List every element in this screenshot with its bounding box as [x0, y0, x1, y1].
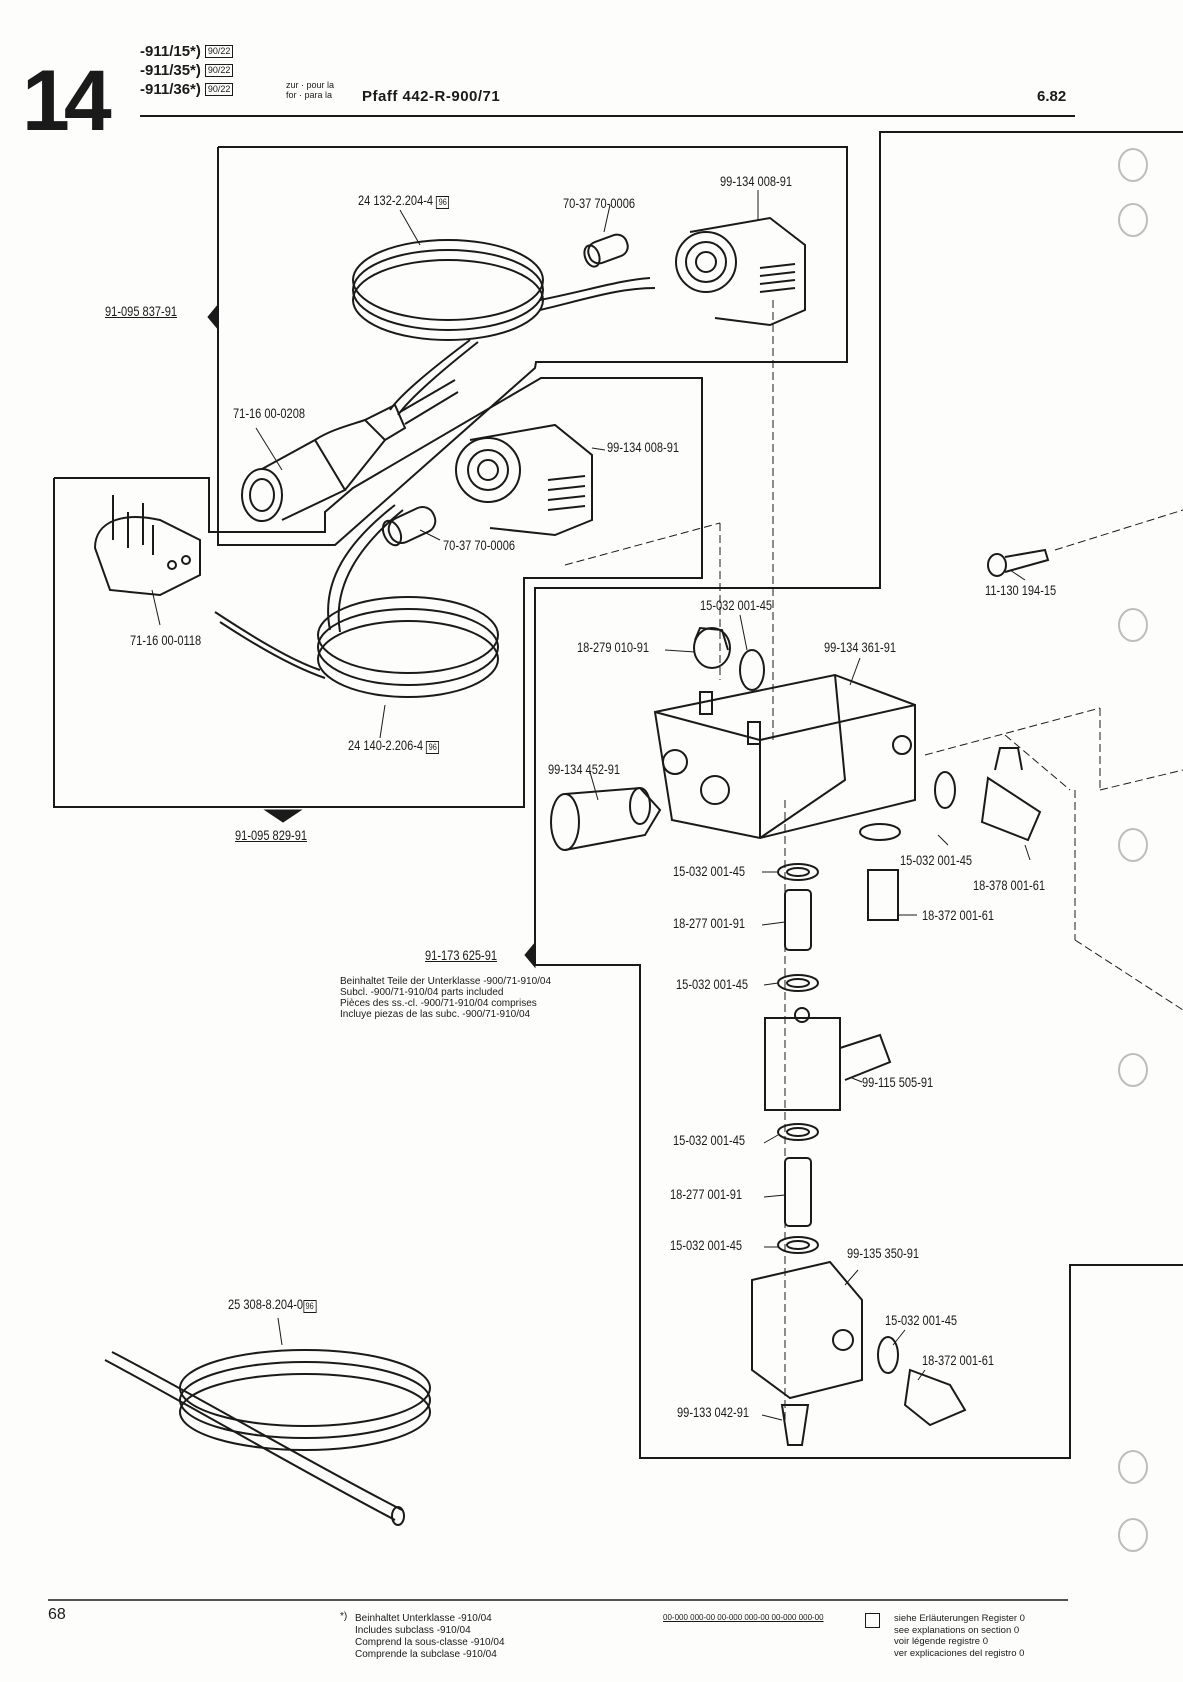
label-screw: 11-130 194-15 [985, 583, 1057, 598]
label-group-c: 91-173 625-91 [425, 948, 498, 963]
label-socket: 71-16 00-0118 [130, 633, 202, 648]
part-number: 25 308-8.204-0 [228, 1297, 304, 1312]
label-nipple-b: 18-277 001-91 [670, 1187, 743, 1202]
label-cable-top: 24 132-2.204-4 96 [358, 193, 450, 209]
label-seal-a: 15-032 001-45 [700, 598, 773, 613]
note-line: Beinhaltet Teile der Unterklasse -900/71… [340, 976, 552, 987]
label-group-b: 91-095 829-91 [235, 828, 308, 843]
label-plug-cap: 18-279 010-91 [577, 640, 650, 655]
part-number: 24 132-2.204-4 [358, 193, 434, 208]
label-seal-b: 15-032 001-45 [673, 864, 746, 879]
note-line: Subcl. -900/71-910/04 parts included [340, 987, 504, 998]
model-code: -911/36*) [140, 80, 201, 98]
model-tag: 90/22 [204, 45, 234, 58]
legend-line: ver explicaciones del registro 0 [894, 1647, 1025, 1659]
label-plug-top: 99-134 008-91 [720, 174, 793, 189]
legend: siehe Erläuterungen Register 0 see expla… [894, 1613, 1025, 1659]
label-seal-f: 15-032 001-45 [885, 1313, 958, 1328]
part-tag: 96 [436, 196, 450, 209]
footnote-line: Comprende la subclase -910/04 [355, 1649, 497, 1660]
marker-group-a [207, 303, 219, 331]
marker-group-c [524, 941, 536, 969]
code-format: 00-000 000-00 00-000 000-00 00-000 000-0… [663, 1613, 824, 1622]
label-connector: 71-16 00-0208 [233, 406, 306, 421]
label-silencer: 99-134 452-91 [548, 762, 621, 777]
model-list: -911/15*)90/22 -911/35*)90/22 -911/36*)9… [140, 42, 234, 99]
legend-line: siehe Erläuterungen Register 0 [894, 1613, 1025, 1624]
label-nipple-a: 18-277 001-91 [673, 916, 746, 931]
model-row: -911/36*)90/22 [140, 80, 234, 99]
label-seal-right: 15-032 001-45 [900, 853, 973, 868]
label-block: 99-115 505-91 [862, 1075, 934, 1090]
page-number: 68 [48, 1606, 66, 1623]
label-valve: 99-134 361-91 [824, 640, 897, 655]
section-number: 14 [22, 53, 112, 149]
note-line: Pièces des ss.-cl. -900/71-910/04 compri… [340, 998, 537, 1009]
model-tag: 90/22 [204, 83, 234, 96]
label-group-a: 91-095 837-91 [105, 304, 178, 319]
label-elbow: 18-378 001-61 [973, 878, 1046, 893]
label-seal-d: 15-032 001-45 [673, 1133, 746, 1148]
legend-line: voir légende registre 0 [894, 1636, 988, 1647]
footnote-star: *) [340, 1611, 348, 1622]
group-frame-c-top [534, 131, 1183, 965]
model-tag: 90/22 [204, 64, 234, 77]
footnote: Beinhaltet Unterklasse -910/04 Includes … [355, 1613, 505, 1661]
model-code: -911/35*) [140, 61, 201, 79]
model-code: -911/15*) [140, 42, 201, 60]
model-row: -911/15*)90/22 [140, 42, 234, 61]
for-label: zur · pour la for · para la [286, 80, 334, 100]
footnote-line: Beinhaltet Unterklasse -910/04 [355, 1613, 492, 1624]
group-frame-b [53, 377, 703, 808]
for-label-line: zur · pour la [286, 80, 335, 90]
note-line: Incluye piezas de las subc. -900/71-910/… [340, 1009, 531, 1020]
group-frame-c-bottom [535, 964, 1183, 1459]
for-label-line: for · para la [286, 90, 333, 100]
label-sleeve-top: 70-37 70-0006 [563, 196, 636, 211]
label-cable-low: 24 140-2.206-4 96 [348, 738, 440, 754]
legend-line: see explanations on section 0 [894, 1624, 1020, 1636]
legend-box-icon [865, 1613, 880, 1628]
label-sleeve-mid: 70-37 70-0006 [443, 538, 516, 553]
marker-group-b [263, 809, 303, 823]
group-frame-a [217, 146, 848, 546]
label-seal-c: 15-032 001-45 [676, 977, 749, 992]
label-fitting-right: 18-372 001-61 [922, 908, 995, 923]
edition-date: 6.82 [1037, 88, 1067, 105]
footnote-line: Comprend la sous-classe -910/04 [355, 1637, 505, 1648]
footnote-line: Includes subclass -910/04 [355, 1625, 471, 1636]
part-tag: 96 [426, 741, 440, 754]
label-manifold: 99-135 350-91 [847, 1246, 920, 1261]
label-silencer-small: 99-133 042-91 [677, 1405, 750, 1420]
part-tag: 96 [303, 1300, 317, 1313]
label-seal-e: 15-032 001-45 [670, 1238, 743, 1253]
label-fitting-bottom: 18-372 001-61 [922, 1353, 995, 1368]
subclass-note: Beinhaltet Teile der Unterklasse -900/71… [340, 976, 551, 1020]
label-plug-mid: 99-134 008-91 [607, 440, 680, 455]
machine-title: Pfaff 442-R-900/71 [362, 88, 501, 105]
part-number: 24 140-2.206-4 [348, 738, 424, 753]
model-row: -911/35*)90/22 [140, 61, 234, 80]
